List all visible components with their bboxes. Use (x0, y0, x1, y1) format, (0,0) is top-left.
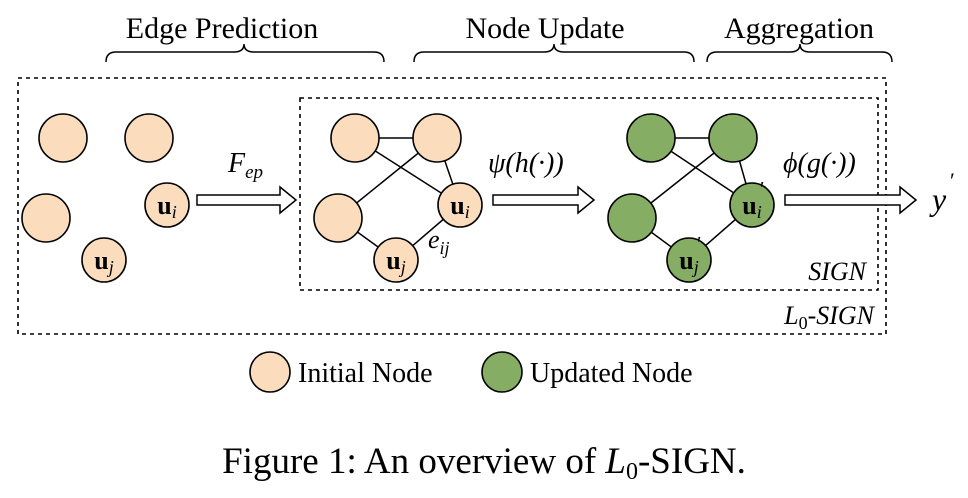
output-label-y-prime: ′ (950, 168, 955, 193)
updated-node-uj (666, 237, 712, 283)
initial-node (313, 193, 363, 243)
sign-box (299, 97, 879, 291)
caption-suffix: -SIGN. (637, 441, 746, 482)
node-label-uj-prime-mark: ′ (697, 233, 701, 255)
updated-node (626, 113, 676, 163)
figure-caption: Figure 1: An overview of L0-SIGN. (0, 440, 968, 486)
initial-node (330, 113, 380, 163)
initial-node (124, 113, 174, 163)
initial-node (21, 193, 71, 243)
output-label-y: y (929, 181, 947, 217)
brace-aggregation (706, 43, 893, 63)
node-label-ui: ui (157, 191, 176, 222)
arrow-edge-prediction (196, 185, 298, 215)
stage-label-edge-prediction: Edge Prediction (126, 12, 318, 45)
initial-node-uj (373, 237, 419, 283)
legend-initial-label: Initial Node (298, 358, 433, 389)
operator-aggregation: ϕ(g(·)) (783, 148, 856, 179)
edge-label-eij: eij (428, 225, 450, 258)
initial-node (412, 113, 462, 163)
stage-label-node-update: Node Update (465, 12, 624, 45)
node-label-uj-prime: uj (679, 246, 698, 277)
initial-node-uj (81, 237, 127, 283)
node-label-uj: uj (386, 246, 405, 277)
initial-node (38, 113, 88, 163)
caption-prefix: Figure 1: An overview of (222, 441, 606, 482)
initial-node-ui (437, 182, 483, 228)
stage-label-aggregation: Aggregation (724, 12, 874, 45)
l0-sign-box-label: L0-SIGN (783, 301, 876, 333)
operator-node-update: ψ(h(·)) (488, 148, 564, 179)
legend-initial-swatch (249, 351, 291, 393)
brace-edge-prediction (105, 43, 385, 63)
legend-updated-swatch (481, 351, 523, 393)
legend-updated-label: Updated Node (530, 358, 693, 389)
updated-node (708, 113, 758, 163)
brace-node-update (413, 43, 695, 63)
node-label-ui-prime: ui (742, 191, 761, 222)
caption-math-sub: 0 (625, 459, 638, 485)
arrow-node-update (492, 185, 596, 215)
caption-math-main: L (605, 441, 626, 482)
initial-node-ui (144, 182, 190, 228)
l0-sign-box (17, 77, 887, 335)
updated-node-ui (729, 182, 775, 228)
node-label-ui: ui (450, 191, 469, 222)
sign-box-label: SIGN (808, 257, 867, 286)
node-label-uj: uj (94, 246, 113, 277)
updated-node (607, 193, 657, 243)
arrow-aggregation (784, 185, 918, 215)
operator-edge-prediction: Fep (227, 148, 263, 183)
node-label-ui-prime-mark: ′ (760, 178, 764, 200)
